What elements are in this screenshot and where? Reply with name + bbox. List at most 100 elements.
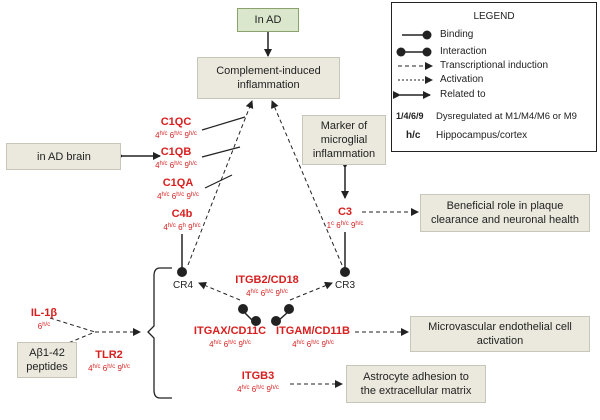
gene-name: IL-1β (30, 307, 58, 319)
gene-regions: 4h/c 6h/c 9h/c (209, 340, 251, 349)
region-superscript: h/c (188, 131, 197, 137)
region-superscript: h/c (121, 364, 130, 370)
gene-name: ITGB2/CD18 (235, 274, 299, 286)
region-superscript: h/c (176, 192, 185, 198)
gene-name: C3 (337, 206, 353, 218)
region-superscript: h/c (190, 192, 199, 198)
gene-tlr2: TLR2 4h/c 6h/c 9h/c (80, 349, 138, 374)
gene-regions: 4h/c 6h/c 9h/c (88, 364, 130, 373)
region-superscript: h/c (265, 289, 274, 295)
legend-transcriptional: Transcriptional induction (440, 60, 549, 71)
gene-itgam: ITGAM/CD11B 4h/c 6h/c 9h/c (270, 325, 356, 350)
legend-modules-text: Dysregulated at M1/M4/M6 or M9 (436, 111, 577, 122)
region-superscript: h/c (228, 340, 237, 346)
gene-regions: 4h/c 6h/c 9h/c (237, 385, 279, 394)
bracket (147, 267, 172, 399)
region-superscript: h/c (325, 340, 334, 346)
gene-c1qa: C1QA 4h/c 6h/c 9h/c (148, 177, 208, 202)
activation-cr4-complement (187, 100, 254, 266)
legend-symbols (393, 30, 433, 99)
gene-c4b: C4b 4h/c 6h 9h/c (152, 208, 212, 233)
legend-title: LEGEND (473, 11, 515, 22)
interaction-dot-4 (271, 316, 281, 326)
gene-name: ITGAM/CD11B (276, 325, 350, 337)
region-superscript: h/c (92, 364, 101, 370)
region-superscript: h/c (213, 340, 222, 346)
region-superscript: h/c (192, 223, 201, 229)
region-superscript: h/c (174, 161, 183, 167)
gene-regions: 4h/c 6h/c 9h/c (155, 131, 197, 140)
region-superscript: h/c (311, 340, 320, 346)
gene-il1b: IL-1β 6h/c (24, 307, 64, 332)
complement-box: Complement-induced inflammation (197, 57, 340, 99)
region-superscript: h/c (242, 340, 251, 346)
region-superscript: h/c (250, 289, 259, 295)
beneficial-label: Beneficial role in plaque clearance and … (430, 200, 579, 226)
activation-integrin-cr4 (198, 281, 241, 301)
gene-name: TLR2 (95, 349, 123, 361)
marker-label: Marker of microglial inflammation (312, 120, 376, 160)
region-superscript: h (182, 223, 186, 229)
gene-itgax: ITGAX/CD11C 4h/c 6h/c 9h/c (188, 325, 272, 350)
legend-interaction-dot-left (396, 47, 406, 57)
gene-name: C1QA (162, 177, 194, 189)
gene-itgb3: ITGB3 4h/c 6h/c 9h/c (228, 370, 288, 395)
interaction-dot-3 (284, 304, 294, 314)
gene-c1qc: C1QC 4h/c 6h/c 9h/c (146, 116, 206, 141)
gene-regions: 4h/c 6h/c 9h/c (157, 192, 199, 201)
legend-interaction: Interaction (440, 46, 487, 57)
gene-name: ITGB3 (241, 370, 275, 382)
beneficial-box: Beneficial role in plaque clearance and … (420, 194, 590, 232)
gene-itgb2: ITGB2/CD18 4h/c 6h/c 9h/c (232, 274, 302, 299)
region-superscript: h/c (42, 322, 51, 328)
region-superscript: h/c (159, 161, 168, 167)
region-superscript: h/c (355, 221, 364, 227)
region-superscript: h/c (241, 385, 250, 391)
legend-region-key: h/c (406, 130, 421, 141)
binding-dot-cr3 (340, 267, 350, 277)
transcription-il1b (49, 317, 96, 333)
marker-box: Marker of microglial inflammation (302, 115, 386, 165)
region-superscript: h/c (188, 161, 197, 167)
region-superscript: h/c (270, 385, 279, 391)
legend: LEGEND Binding Interaction Transcription… (391, 2, 597, 152)
legend-related: Related to (440, 89, 486, 100)
region-superscript: h/c (340, 221, 349, 227)
activation-integrin-cr3 (289, 281, 333, 301)
gene-name: C4b (171, 208, 193, 220)
interaction-dot-2 (251, 316, 261, 326)
abeta-label: Aβ1-42 peptides (26, 347, 68, 373)
region-superscript: c (331, 221, 335, 227)
link-c1qb (201, 146, 241, 158)
legend-modules-key: 1/4/6/9 (396, 111, 424, 121)
gene-regions: 4h/c 6h/c 9h/c (292, 340, 334, 349)
region-superscript: h/c (107, 364, 116, 370)
microvascular-label: Microvascular endothelial cell activatio… (428, 321, 572, 347)
interaction-dot-1 (238, 304, 248, 314)
legend-region-text: Hippocampus/cortex (436, 130, 528, 141)
region-superscript: h/c (279, 289, 288, 295)
gene-regions: 1c 6h/c 9h/c (326, 221, 364, 230)
astrocyte-label: Astrocyte adhesion to the extracellular … (360, 371, 472, 397)
gene-regions: 6h/c (37, 322, 51, 331)
in-ad-label: In AD (254, 14, 282, 26)
ad-brain-label: in AD brain (37, 150, 91, 163)
gene-c3: C3 1c 6h/c 9h/c (316, 206, 374, 231)
receptor-cr3: CR3 (335, 280, 356, 291)
gene-name: ITGAX/CD11C (193, 325, 267, 337)
region-superscript: h/c (296, 340, 305, 346)
microvascular-box: Microvascular endothelial cell activatio… (410, 316, 590, 352)
in-ad-box: In AD (237, 8, 299, 32)
abeta-box: Aβ1-42 peptides (17, 342, 77, 378)
legend-binding: Binding (440, 29, 474, 40)
region-superscript: h/c (256, 385, 265, 391)
region-superscript: h/c (174, 131, 183, 137)
gene-c1qb: C1QB 4h/c 6h/c 9h/c (146, 146, 206, 171)
binding-dot-cr4 (177, 267, 187, 277)
region-superscript: h/c (159, 131, 168, 137)
legend-interaction-dot-right (422, 47, 432, 57)
link-c1qa (204, 174, 233, 189)
astrocyte-box: Astrocyte adhesion to the extracellular … (346, 365, 486, 403)
